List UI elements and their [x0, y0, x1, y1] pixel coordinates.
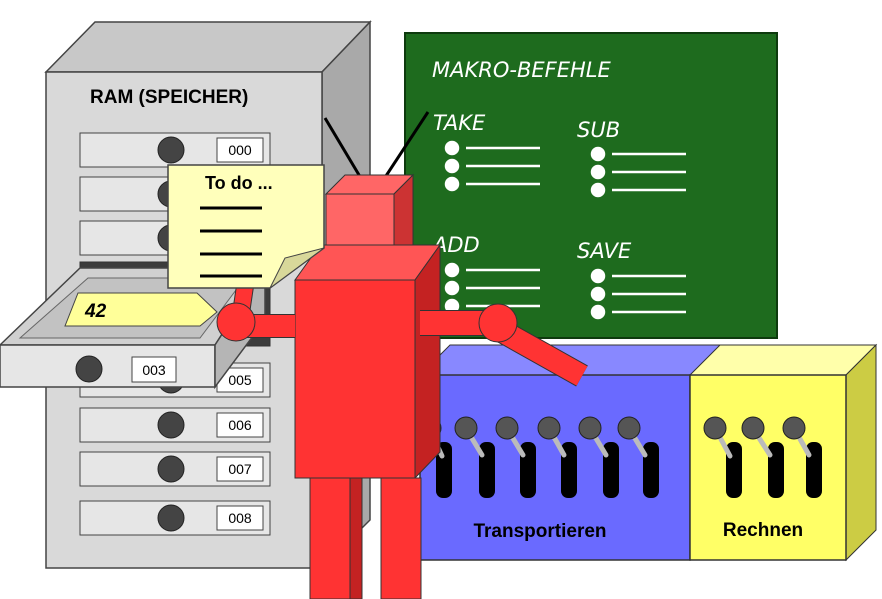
robot-body: [294, 243, 441, 480]
robot-legs: [309, 477, 422, 599]
ram-title: RAM (SPEICHER): [90, 87, 248, 108]
compute-label: Rechnen: [723, 520, 803, 541]
robot: [216, 111, 588, 599]
open-drawer-value: 42: [84, 301, 107, 322]
open-drawer-label: 003: [142, 362, 166, 378]
ram-slot-6[interactable]: 006: [79, 407, 271, 443]
slot-number: 000: [228, 142, 252, 158]
board-title: MAKRO-BEFEHLE: [432, 58, 611, 82]
todo-lines: [200, 206, 262, 278]
bullet-list-take: [444, 140, 540, 192]
slot-number: 008: [228, 510, 252, 526]
robot-antenna-left: [323, 117, 367, 186]
slot-number: 005: [228, 372, 252, 388]
bullet-list-save: [590, 268, 686, 320]
slot-number: 006: [228, 417, 252, 433]
bullet-list-sub: [590, 146, 686, 198]
ram-slot-0[interactable]: 000: [79, 132, 271, 168]
slot-number: 007: [228, 461, 252, 477]
ram-slot-7[interactable]: 007: [79, 451, 271, 487]
ram-slot-8[interactable]: 008: [79, 500, 271, 536]
robot-antenna-right: [378, 111, 430, 186]
todo-title: To do ...: [205, 173, 273, 193]
todo-note[interactable]: To do ...: [167, 164, 325, 289]
compute-switches[interactable]: [703, 416, 822, 498]
command-take: TAKE: [433, 111, 486, 135]
transport-label: Transportieren: [473, 521, 606, 542]
command-sub: SUB: [577, 118, 620, 142]
robot-arm-left: [216, 284, 295, 342]
robot-arm-right: [420, 303, 588, 387]
makro-chalkboard: MAKRO-BEFEHLE TAKE SUB ADD SAVE: [404, 32, 778, 339]
command-save: SAVE: [577, 239, 632, 263]
